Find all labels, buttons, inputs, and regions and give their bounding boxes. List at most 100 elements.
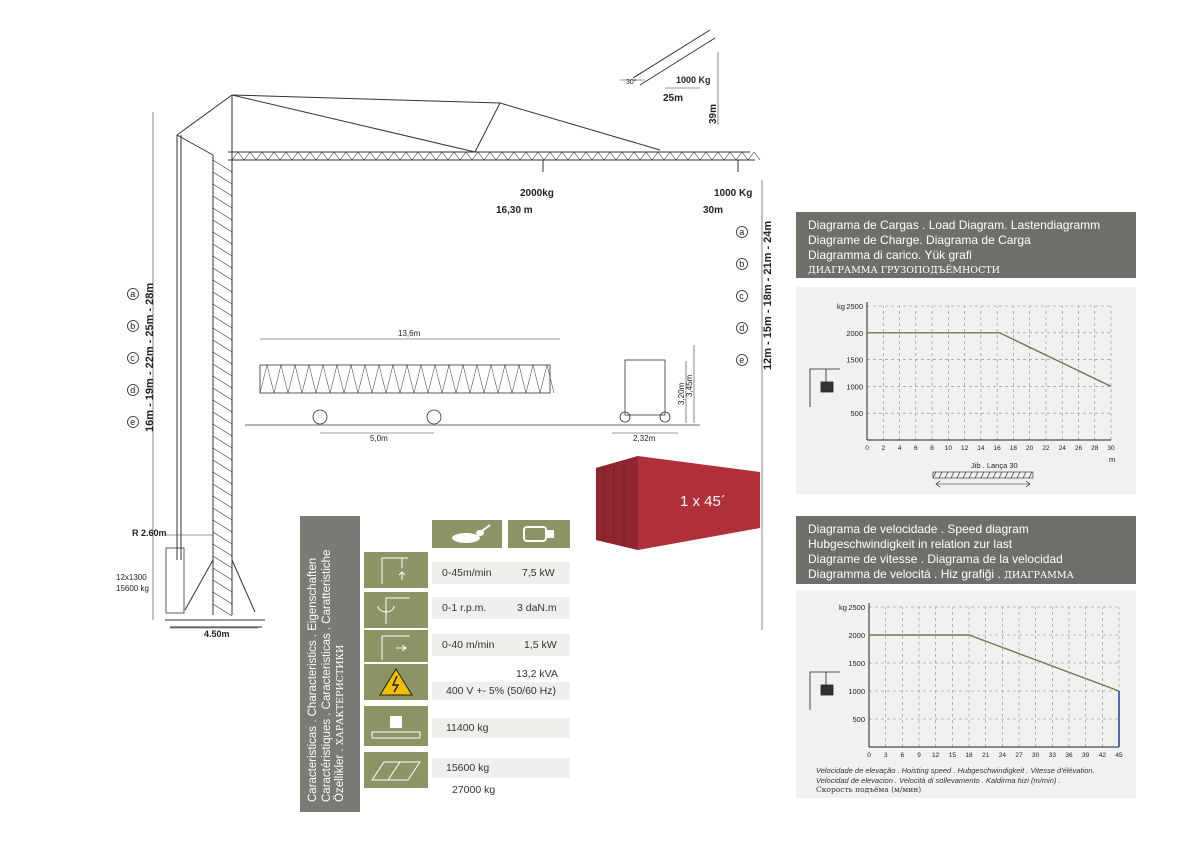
trolley-icon	[381, 635, 410, 660]
y-axis-label: kg	[837, 302, 845, 311]
crane-weight-icon	[371, 716, 421, 739]
rabbit-icon	[452, 524, 491, 543]
y-axis-label: kg	[839, 603, 847, 612]
luffing-radius-label: 25m	[663, 93, 683, 104]
height-code-circle	[127, 384, 139, 396]
motor-icon	[523, 526, 554, 542]
ballast-weight: 15600 kg	[446, 762, 490, 774]
x-tick-label: 12	[932, 752, 940, 759]
load-curve	[869, 634, 1120, 692]
high-voltage-icon	[379, 668, 413, 696]
x-tick-label: 0	[865, 445, 869, 452]
height-code-circle	[127, 288, 139, 300]
base-width-label: 4.50m	[204, 629, 230, 639]
x-tick-label: 3	[884, 752, 888, 759]
height-code-c: c	[739, 291, 744, 301]
luffing-angle-label: 30°	[626, 78, 637, 86]
height-code-c: c	[130, 353, 135, 363]
x-tick-label: 9	[917, 752, 921, 759]
x-tick-label: 18	[965, 752, 973, 759]
x-tick-label: 14	[977, 445, 985, 452]
hoisting-icon	[381, 557, 408, 584]
trolley-icon-cell	[364, 630, 428, 662]
load-diagram-title-2: Diagrame de Charge. Diagrama de Carga	[808, 233, 1031, 247]
trolley-speed: 0-40 m/min	[442, 639, 495, 651]
transport-height2-label: 3,45m	[685, 374, 694, 397]
x-tick-label: 8	[930, 445, 934, 452]
x-tick-label: 10	[945, 445, 953, 452]
height-code-a: a	[130, 289, 135, 299]
y-tick-label: 1000	[848, 687, 865, 696]
x-tick-label: 30	[1032, 752, 1040, 759]
speed-note-cyrillic: Скорость подъёма (м/мин)	[816, 785, 922, 794]
x-tick-label: 6	[901, 752, 905, 759]
x-tick-label: 42	[1099, 752, 1107, 759]
height-code-b: b	[739, 259, 744, 269]
y-tick-label: 2000	[846, 329, 863, 338]
transport-width-label: 2,32m	[633, 434, 656, 443]
x-tick-label: 16	[994, 445, 1002, 452]
x-tick-label: 33	[1049, 752, 1057, 759]
shipping-container: 1 x 45´	[596, 456, 760, 550]
height-code-circle	[736, 290, 748, 302]
x-tick-label: 15	[949, 752, 957, 759]
jib-pictogram-icon	[932, 471, 1034, 488]
tip-radius-label: 30m	[703, 205, 723, 216]
mid-radius-label: 16,30 m	[496, 205, 533, 216]
transport-length-label: 13,6m	[398, 329, 421, 338]
x-tick-label: 6	[914, 445, 918, 452]
x-tick-label: 18	[1010, 445, 1018, 452]
x-tick-label: 24	[1059, 445, 1067, 452]
crane-pictogram-icon	[809, 671, 840, 710]
luffing-height-label: 39m	[708, 104, 719, 124]
load-curve	[867, 332, 1112, 388]
transport-height1-label: 3,20m	[677, 382, 686, 405]
mid-load-label: 2000kg	[520, 188, 554, 199]
height-code-d: d	[130, 385, 135, 395]
ballast-blocks-icon	[371, 761, 421, 781]
radius-label: R 2.60m	[132, 528, 167, 538]
x-tick-label: 24	[999, 752, 1007, 759]
hook-heights-label: 12m - 15m - 18m - 21m - 24m	[762, 221, 774, 370]
ballast-weight-label: 15600 kg	[116, 584, 149, 593]
height-code-circle	[736, 322, 748, 334]
height-code-b: b	[130, 321, 135, 331]
y-tick-label: 1500	[846, 356, 863, 365]
hoisting-icon-cell	[364, 552, 428, 588]
x-tick-label: 27	[1015, 752, 1023, 759]
speed-diagram-title-2: Hubgeschwindigkeit in relation zur last	[808, 537, 1013, 551]
y-tick-label: 500	[850, 409, 863, 418]
slewing-icon-cell	[364, 592, 428, 628]
speed-note: Velocidade de elevação . Hoisting speed …	[816, 766, 1095, 795]
x-axis-label: m	[1109, 455, 1115, 464]
load-diagram-title-1: Diagrama de Cargas . Load Diagram. Laste…	[808, 218, 1101, 232]
x-tick-label: 0	[867, 752, 871, 759]
slewing-power: 3 daN.m	[517, 602, 557, 614]
jib-label: Jib . Lança 30	[971, 461, 1018, 470]
slewing-speed: 0-1 r.p.m.	[442, 602, 487, 614]
load-diagram-title-cyrillic: ДИАГРАММА ГРУЗОПОДЪЁМНОСТИ	[808, 265, 1000, 276]
characteristics-title-1: Caracteristicas . Characteristics . Eige…	[307, 557, 319, 802]
height-code-d: d	[739, 323, 744, 333]
load-diagram-header: Diagrama de Cargas . Load Diagram. Laste…	[796, 212, 1136, 278]
x-tick-label: 30	[1107, 445, 1115, 452]
height-code-circle	[736, 258, 748, 270]
ballast-weight-icon-cell	[364, 752, 428, 788]
hoisting-power: 7,5 kW	[522, 567, 555, 579]
y-tick-label: 1000	[846, 382, 863, 391]
crane-weight: 11400 kg	[446, 722, 489, 734]
ballast-count-label: 12x1300	[116, 573, 147, 582]
x-tick-label: 28	[1091, 445, 1099, 452]
tip-load-label: 1000 Kg	[714, 188, 752, 199]
height-code-circle	[736, 226, 748, 238]
slewing-icon	[377, 597, 410, 624]
y-tick-label: 2500	[846, 302, 863, 311]
speed-diagram-title-4: Diagramma de velocitá . Hiz grafiği .	[808, 567, 1001, 581]
power-kva: 13,2 kVA	[516, 668, 558, 680]
power-column-header	[508, 520, 570, 548]
x-tick-label: 45	[1115, 752, 1123, 759]
speed-diagram-title-1: Diagrama de velocidade . Speed diagram	[808, 522, 1029, 536]
